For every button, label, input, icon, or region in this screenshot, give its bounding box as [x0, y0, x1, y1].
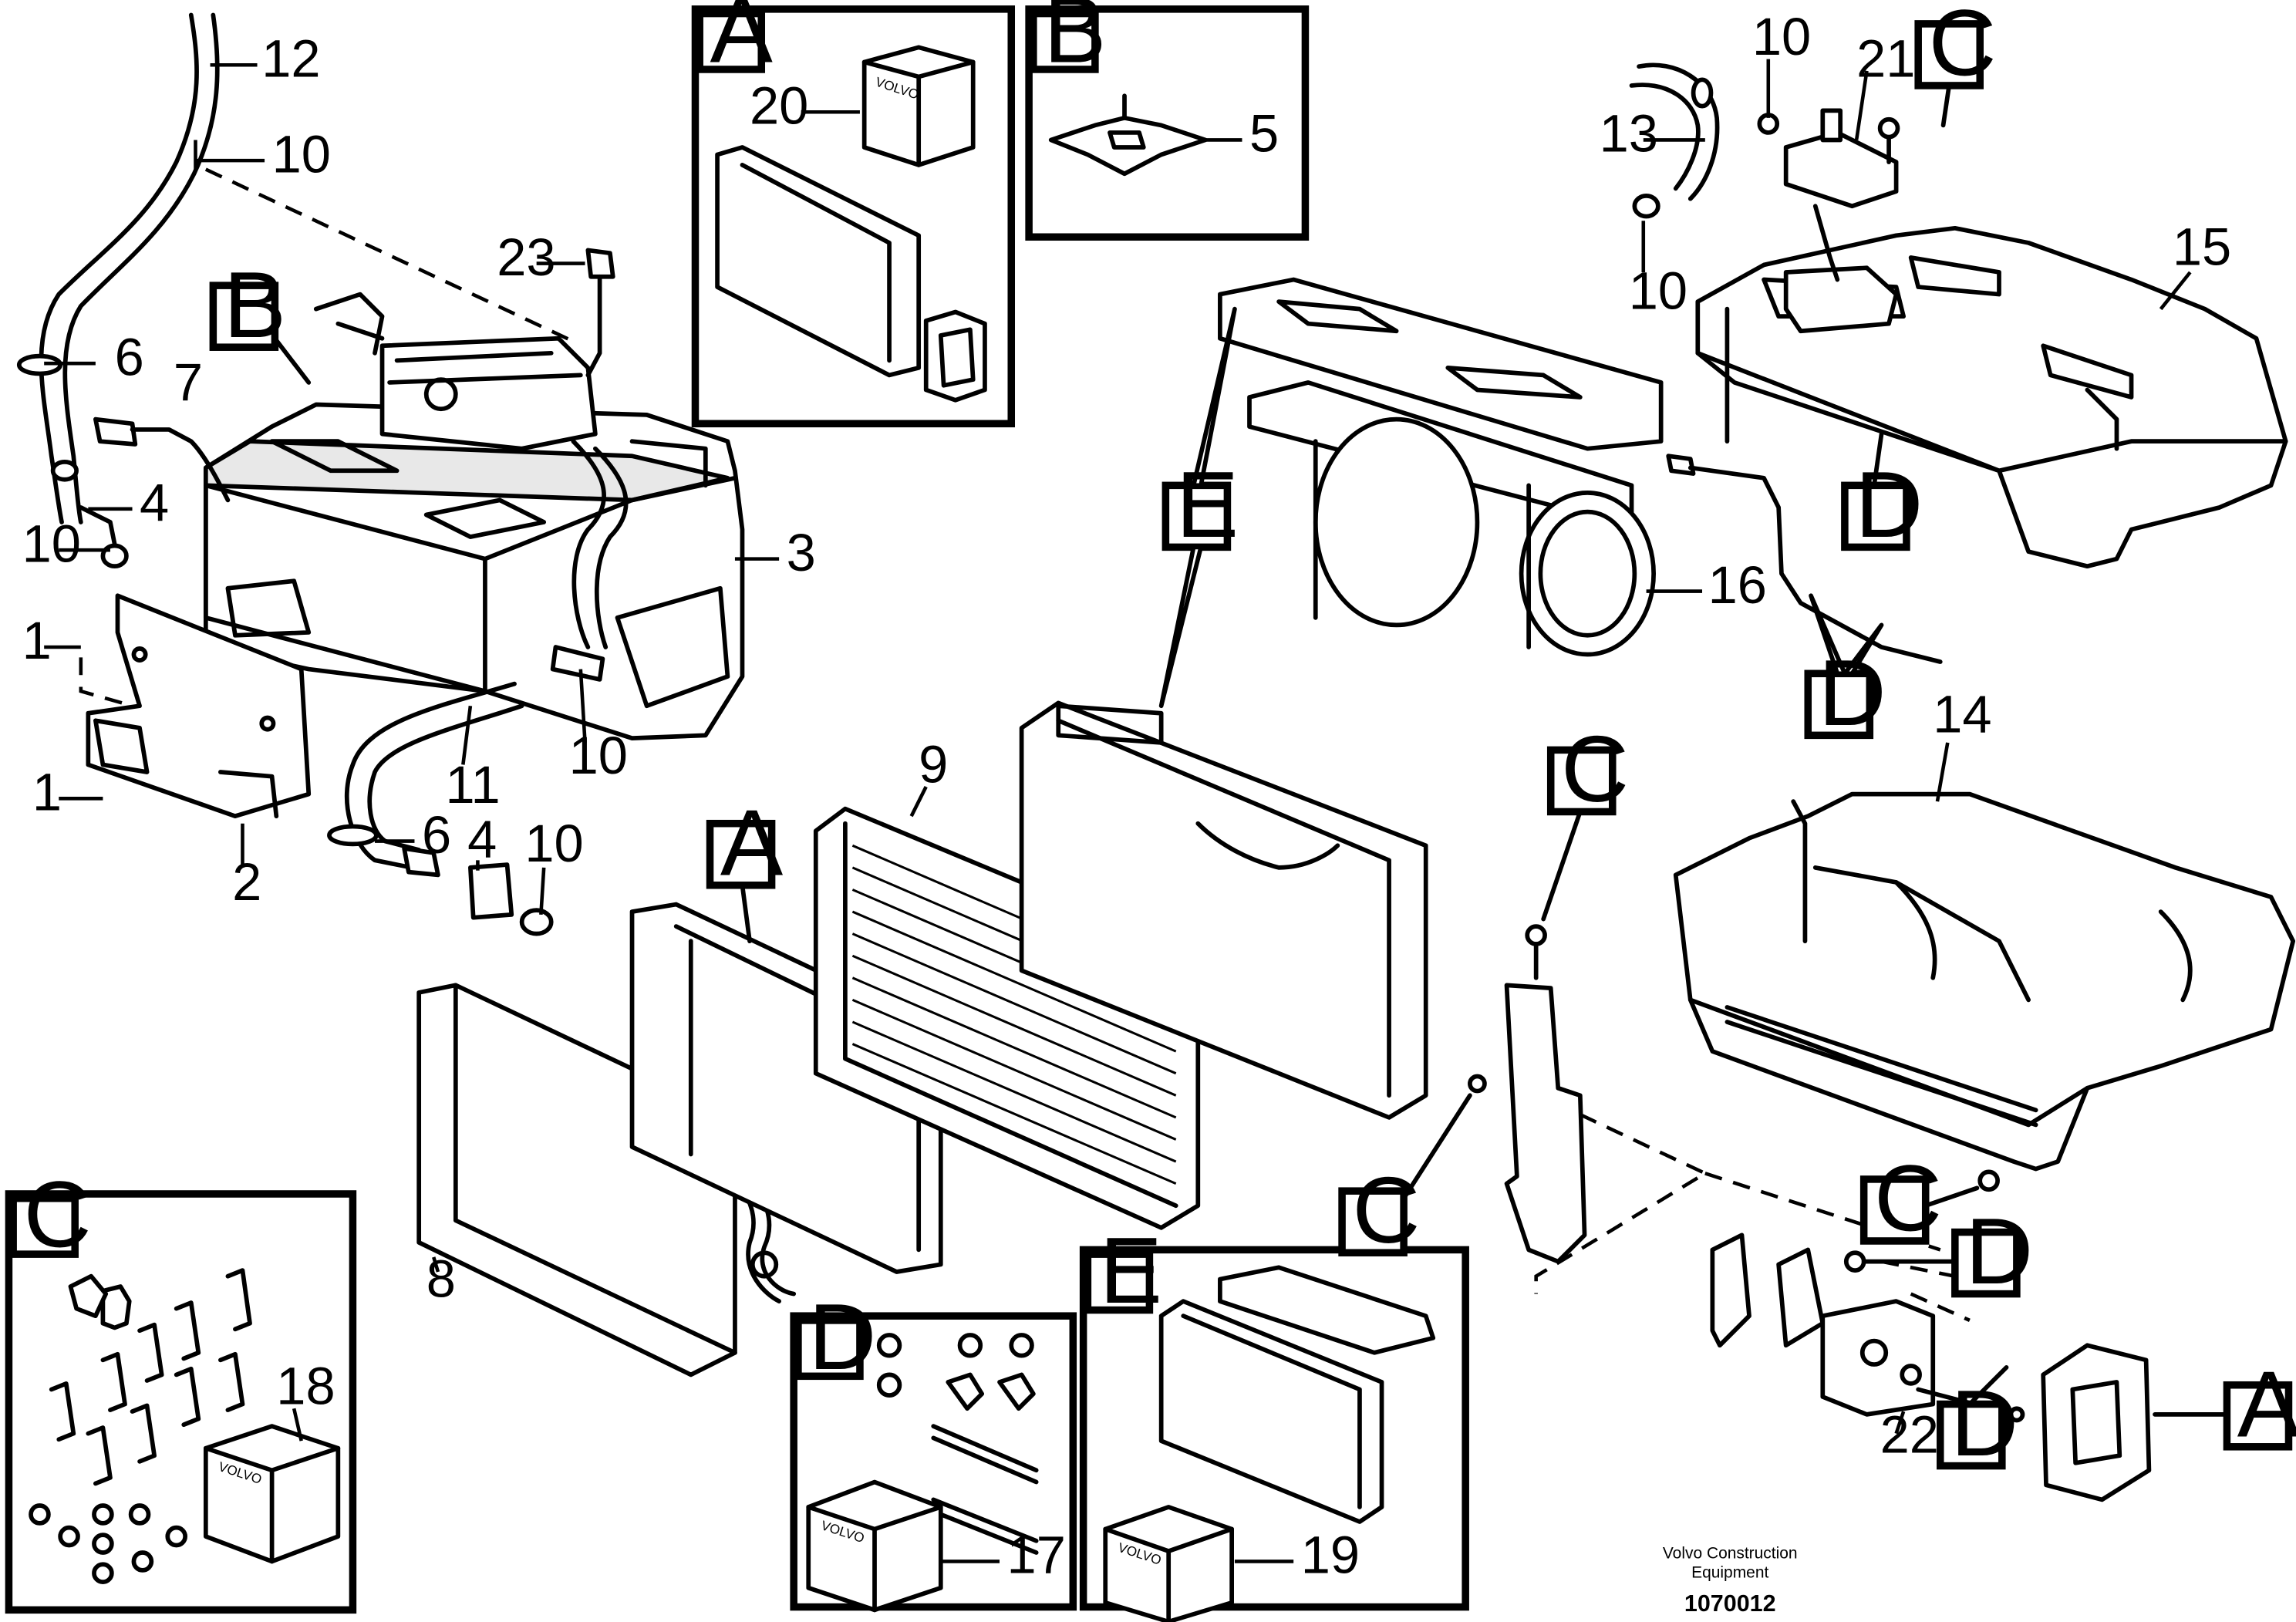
callout-14: 14 [1933, 685, 1991, 744]
footer-company-line1: Volvo Construction [1663, 1545, 1798, 1563]
callout-10-d: 10 [524, 814, 583, 873]
expansion-valve-item-22 [1820, 1299, 2025, 1423]
footer-company-line2: Equipment [1691, 1563, 1768, 1581]
ref-c-top: C [1929, 0, 1997, 96]
callout-22: 22 [1880, 1404, 1939, 1464]
inset-a-letter: A [710, 0, 774, 82]
ref-c-mid: C [1561, 717, 1629, 821]
ref-d-top: D [1855, 452, 1923, 557]
ref-e-main: E [1176, 452, 1239, 557]
callout-17: 17 [1007, 1526, 1066, 1585]
ref-b-main: B [224, 252, 286, 357]
inset-a [691, 5, 1016, 428]
inset-b-letter: B [1043, 0, 1106, 82]
ref-a-right: A [2237, 1351, 2296, 1456]
valve-item-21 [1783, 108, 1899, 282]
ref-d-sensor: D [1819, 640, 1886, 745]
inset-e [1079, 1246, 1469, 1622]
inset-e-letter: E [1100, 1218, 1162, 1323]
condenser-item-9 [813, 806, 1201, 1230]
blower-item-16 [1218, 277, 1943, 664]
seal-right [2041, 1343, 2152, 1502]
drawing-number: 1070012 [1684, 1590, 1776, 1617]
callout-3: 3 [787, 523, 816, 582]
hose-item-11 [327, 645, 605, 936]
callout-10-c: 10 [569, 726, 628, 785]
callout-19: 19 [1301, 1526, 1360, 1585]
callout-21: 21 [1856, 29, 1915, 89]
callout-23: 23 [497, 228, 555, 287]
bracket-item-2 [86, 593, 312, 819]
connector-items-7-23 [93, 248, 615, 503]
ref-boxes [209, 20, 2293, 1470]
callout-18: 18 [276, 1357, 335, 1416]
callout-13: 13 [1600, 104, 1658, 164]
ref-c-left: C [1352, 1158, 1420, 1263]
callout-15: 15 [2173, 217, 2231, 276]
inset-c [5, 1190, 357, 1614]
ref-d-right: D [1965, 1199, 2033, 1303]
callout-2: 2 [232, 852, 261, 912]
ref-a-main: A [720, 790, 784, 895]
callout-8: 8 [426, 1249, 456, 1308]
callout-1-b: 1 [32, 763, 62, 822]
callout-labels: 12 10 23 6 7 4 10 3 1 1 11 10 2 6 4 10 9… [22, 7, 2232, 1585]
frame-e [1019, 700, 1428, 1120]
hose-item-12 [16, 12, 220, 569]
bracket-assembly [1468, 924, 2000, 1348]
callout-9: 9 [919, 734, 948, 794]
footer: Volvo Construction Equipment 1070012 [1663, 1545, 1798, 1617]
ref-d-bottom: D [1950, 1371, 2018, 1475]
callout-4-a: 4 [140, 473, 169, 532]
inset-d [790, 1312, 1077, 1613]
callout-10-a: 10 [272, 124, 331, 184]
callout-1-a: 1 [22, 611, 52, 670]
hose-item-13 [1629, 62, 1900, 219]
housing-bottom-item-14 [1673, 791, 2296, 1172]
ref-letters: A B C D E B A E C D D C C C D A D [23, 0, 2296, 1475]
callout-12: 12 [261, 29, 320, 89]
callout-6-a: 6 [115, 327, 144, 386]
housing-top-item-15 [1695, 225, 2288, 569]
leader-lines [44, 59, 2192, 1563]
callout-10-b: 10 [22, 514, 81, 573]
callout-10-e: 10 [1752, 7, 1811, 66]
callout-4-b: 4 [467, 810, 497, 869]
callout-5: 5 [1249, 104, 1279, 164]
callout-20: 20 [750, 76, 808, 135]
inset-d-letter: D [808, 1284, 876, 1389]
ac-unit-assembly [203, 292, 745, 741]
ref-c-right: C [1874, 1146, 1942, 1251]
callout-11: 11 [445, 755, 500, 814]
callout-10-f: 10 [1629, 261, 1687, 321]
callout-6-b: 6 [422, 805, 451, 865]
callout-16: 16 [1708, 555, 1767, 615]
callout-7: 7 [174, 352, 203, 412]
inset-c-letter: C [23, 1162, 91, 1267]
